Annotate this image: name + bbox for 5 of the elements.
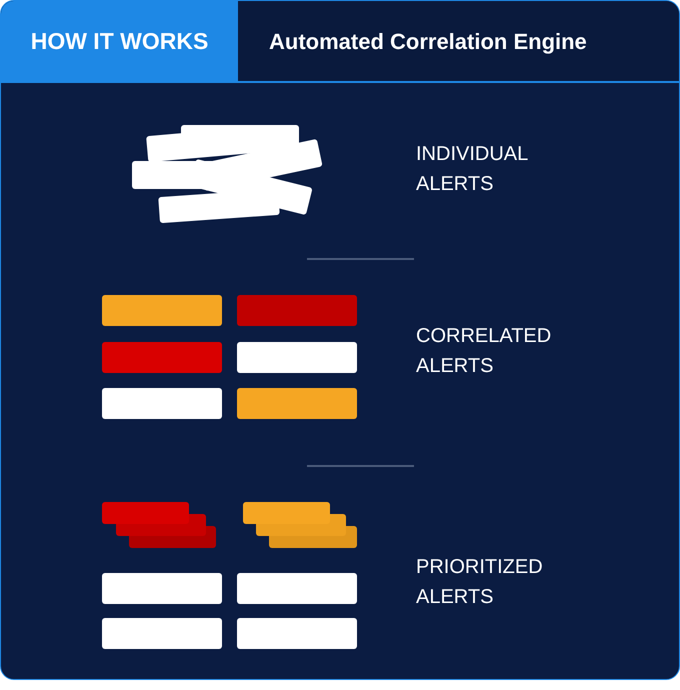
section-tab: HOW IT WORKS (1, 1, 238, 81)
title: Automated Correlation Engine (269, 29, 587, 55)
stage-label: CORRELATED ALERTS (416, 324, 552, 379)
stage-label: PRIORITIZED ALERTS (416, 555, 544, 610)
stage-label: INDIVIDUAL ALERTS (416, 142, 529, 197)
